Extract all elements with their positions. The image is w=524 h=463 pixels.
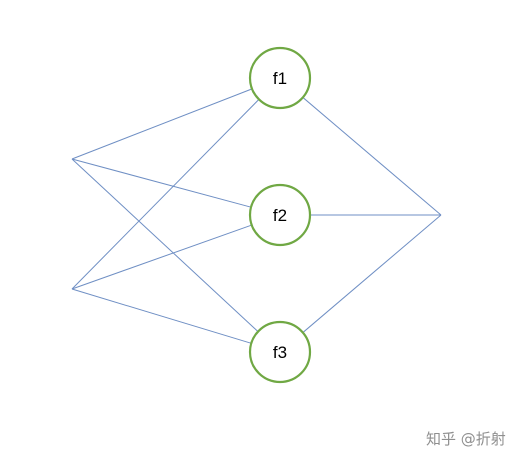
nodes: f1 f2 f3 bbox=[248, 46, 312, 384]
edges bbox=[71, 88, 442, 344]
node-circle-f1 bbox=[248, 46, 312, 110]
node-label-f3: f3 bbox=[273, 343, 287, 362]
node-label-f2: f2 bbox=[273, 206, 287, 225]
edge-in1-f2 bbox=[71, 158, 252, 208]
node-f2: f2 bbox=[248, 183, 312, 247]
node-label-f1: f1 bbox=[273, 69, 287, 88]
node-f1: f1 bbox=[248, 46, 312, 110]
edge-in1-f1 bbox=[71, 88, 253, 160]
edge-in2-f1 bbox=[71, 99, 260, 290]
edge-in2-f2 bbox=[71, 224, 252, 290]
edge-f1-out bbox=[302, 97, 442, 216]
edge-in1-f3 bbox=[71, 158, 259, 332]
node-circle-f3 bbox=[248, 320, 312, 384]
node-circle-f2 bbox=[248, 183, 312, 247]
watermark: 知乎 @折射 bbox=[426, 430, 506, 448]
node-f3: f3 bbox=[248, 320, 312, 384]
edge-in2-f3 bbox=[71, 288, 252, 344]
edge-f3-out bbox=[302, 214, 442, 333]
